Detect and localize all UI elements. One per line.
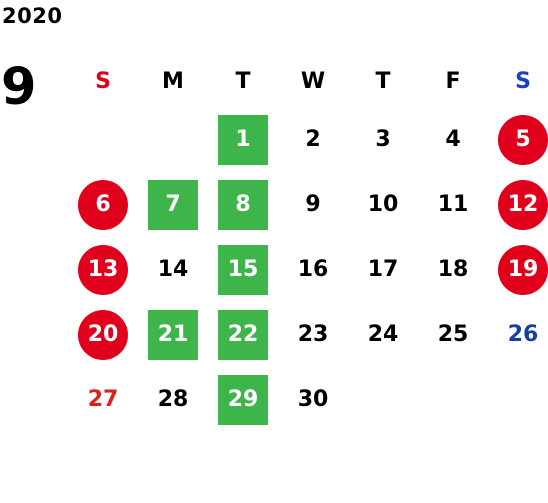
weekday-label: W bbox=[300, 68, 326, 94]
day-cell[interactable]: 13 bbox=[68, 237, 138, 302]
day-number: 21 bbox=[148, 309, 198, 360]
day-number: 4 bbox=[445, 127, 461, 152]
day-number: 9 bbox=[305, 192, 321, 217]
weekday-label: F bbox=[445, 68, 461, 94]
weekday-cell: S bbox=[488, 55, 548, 107]
day-number: 11 bbox=[437, 192, 469, 217]
day-number: 24 bbox=[367, 322, 399, 347]
day-cell[interactable]: 24 bbox=[348, 302, 418, 367]
day-number: 22 bbox=[218, 309, 268, 360]
day-cell bbox=[418, 367, 488, 432]
day-number: 20 bbox=[78, 309, 128, 360]
day-cell[interactable]: 19 bbox=[488, 237, 548, 302]
day-cell[interactable]: 6 bbox=[68, 172, 138, 237]
day-cell[interactable]: 17 bbox=[348, 237, 418, 302]
day-cell bbox=[68, 107, 138, 172]
day-cell[interactable]: 1 bbox=[208, 107, 278, 172]
day-cell[interactable]: 16 bbox=[278, 237, 348, 302]
weekday-label: S bbox=[515, 68, 531, 94]
weekday-label: T bbox=[235, 68, 251, 94]
week-row: 20 21 22 23 24 25 26 bbox=[68, 302, 548, 367]
day-number: 28 bbox=[157, 387, 189, 412]
day-number: 12 bbox=[498, 179, 548, 230]
weekday-cell: F bbox=[418, 55, 488, 107]
day-number: 15 bbox=[218, 244, 268, 295]
day-cell[interactable]: 7 bbox=[138, 172, 208, 237]
day-cell[interactable]: 22 bbox=[208, 302, 278, 367]
weekday-cell: S bbox=[68, 55, 138, 107]
day-cell[interactable]: 12 bbox=[488, 172, 548, 237]
day-number: 27 bbox=[87, 387, 119, 412]
day-number: 18 bbox=[437, 257, 469, 282]
week-row: 27 28 29 30 bbox=[68, 367, 548, 432]
day-cell[interactable]: 2 bbox=[278, 107, 348, 172]
day-number: 14 bbox=[157, 257, 189, 282]
weekday-cell: T bbox=[348, 55, 418, 107]
day-number: 19 bbox=[498, 244, 548, 295]
day-number: 30 bbox=[297, 387, 329, 412]
day-number: 6 bbox=[78, 179, 128, 230]
day-cell[interactable]: 3 bbox=[348, 107, 418, 172]
day-cell[interactable]: 10 bbox=[348, 172, 418, 237]
day-cell[interactable]: 21 bbox=[138, 302, 208, 367]
day-number: 25 bbox=[437, 322, 469, 347]
weekday-cell: M bbox=[138, 55, 208, 107]
day-cell bbox=[138, 107, 208, 172]
day-cell bbox=[488, 367, 548, 432]
day-number: 26 bbox=[507, 322, 539, 347]
day-cell[interactable]: 27 bbox=[68, 367, 138, 432]
day-cell[interactable]: 9 bbox=[278, 172, 348, 237]
day-number: 13 bbox=[78, 244, 128, 295]
weekday-label: T bbox=[375, 68, 391, 94]
week-row: 1 2 3 4 5 bbox=[68, 107, 548, 172]
day-number: 17 bbox=[367, 257, 399, 282]
day-cell[interactable]: 23 bbox=[278, 302, 348, 367]
day-cell[interactable]: 30 bbox=[278, 367, 348, 432]
day-number: 23 bbox=[297, 322, 329, 347]
day-cell[interactable]: 8 bbox=[208, 172, 278, 237]
day-cell[interactable]: 11 bbox=[418, 172, 488, 237]
day-number: 10 bbox=[367, 192, 399, 217]
day-cell[interactable]: 14 bbox=[138, 237, 208, 302]
weekday-cell: W bbox=[278, 55, 348, 107]
day-number: 16 bbox=[297, 257, 329, 282]
day-number: 5 bbox=[498, 114, 548, 165]
day-number: 3 bbox=[375, 127, 391, 152]
day-cell[interactable]: 28 bbox=[138, 367, 208, 432]
weekday-cell: T bbox=[208, 55, 278, 107]
day-cell[interactable]: 29 bbox=[208, 367, 278, 432]
day-number: 29 bbox=[218, 374, 268, 425]
day-cell[interactable]: 18 bbox=[418, 237, 488, 302]
month-number: 9 bbox=[1, 58, 37, 117]
day-cell[interactable]: 5 bbox=[488, 107, 548, 172]
weekday-label: S bbox=[95, 68, 111, 94]
day-number: 7 bbox=[148, 179, 198, 230]
week-row: 13 14 15 16 17 18 19 bbox=[68, 237, 548, 302]
day-cell[interactable]: 25 bbox=[418, 302, 488, 367]
year-label: 2020 bbox=[2, 4, 63, 28]
day-number: 1 bbox=[218, 114, 268, 165]
weekday-label: M bbox=[162, 68, 184, 94]
day-cell[interactable]: 4 bbox=[418, 107, 488, 172]
day-cell bbox=[348, 367, 418, 432]
day-cell[interactable]: 20 bbox=[68, 302, 138, 367]
day-number: 8 bbox=[218, 179, 268, 230]
day-cell[interactable]: 26 bbox=[488, 302, 548, 367]
day-number: 2 bbox=[305, 127, 321, 152]
day-cell[interactable]: 15 bbox=[208, 237, 278, 302]
